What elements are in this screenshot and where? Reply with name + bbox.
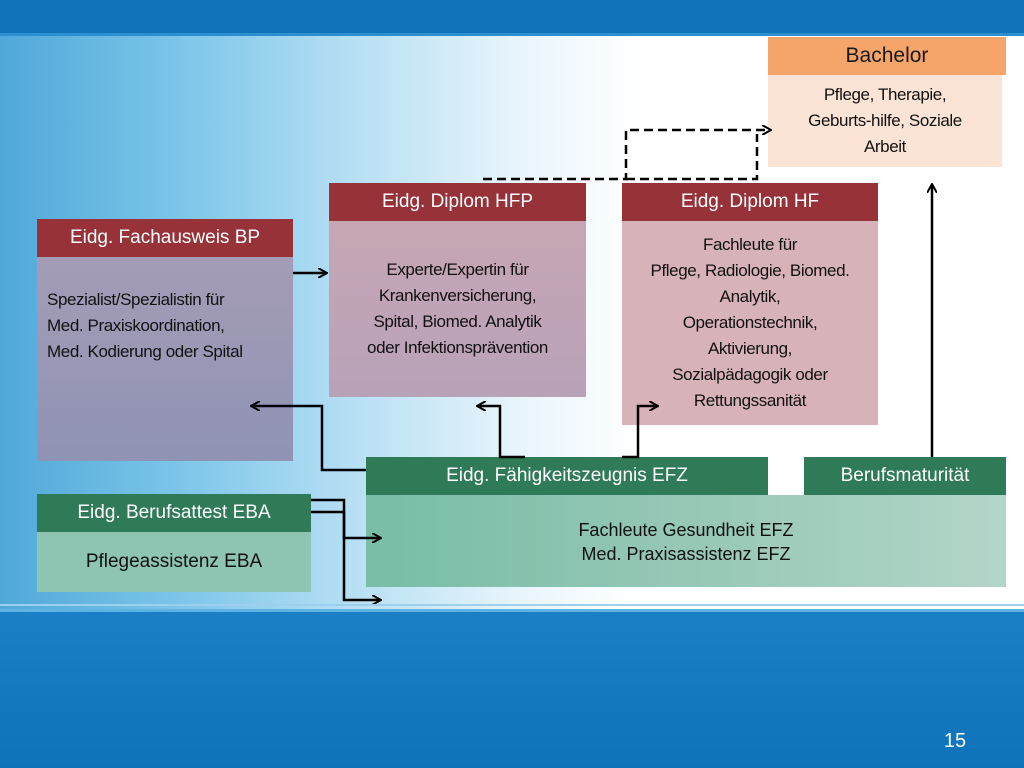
diplom-hfp-line: Krankenversicherung,	[378, 286, 537, 305]
top-bar	[0, 0, 1024, 33]
bachelor-line: Arbeit	[863, 137, 906, 156]
dashed-arrow-hfp-hf-to-bachelor	[483, 130, 770, 181]
diplom-hfp-line: Experte/Expertin für	[386, 260, 529, 279]
diplom-hfp-header: Eidg. Diplom HFP	[329, 183, 586, 221]
diplom-hf-body: Fachleute für Pflege, Radiologie, Biomed…	[622, 221, 878, 425]
efz-line: Fachleute Gesundheit EFZ	[578, 520, 794, 540]
bachelor-body: Pflege, Therapie, Geburts-hilfe, Soziale…	[768, 75, 1002, 167]
bachelor-line: Pflege, Therapie,	[823, 85, 947, 104]
diplom-hf-line: Operationstechnik,	[682, 313, 818, 332]
diplom-hf-line: Pflege, Radiologie, Biomed.	[650, 261, 850, 280]
page-number: 15	[943, 730, 967, 752]
fachausweis-bp-body: Spezialist/Spezialistin für Med. Praxisk…	[37, 257, 293, 461]
efz-header: Eidg. Fähigkeitszeugnis EFZ	[366, 457, 768, 495]
fachausweis-bp-line: Med. Praxiskoordination,	[47, 316, 225, 335]
bottom-divider-light	[0, 604, 1024, 606]
bachelor-header: Bachelor	[768, 37, 1006, 75]
efz-body: Fachleute Gesundheit EFZ Med. Praxisassi…	[366, 495, 1006, 587]
diplom-hfp-line: Spital, Biomed. Analytik	[373, 312, 542, 331]
eba-body: Pflegeassistenz EBA	[37, 532, 311, 592]
diplom-hf-line: Rettungssanität	[693, 391, 807, 410]
arrow-efz-to-hfp	[478, 406, 525, 459]
diplom-hf-line: Aktivierung,	[707, 339, 793, 358]
diplom-hf-line: Sozialpädagogik oder	[672, 365, 828, 384]
top-bar-edge	[0, 33, 1024, 36]
bottom-banner	[0, 612, 1024, 768]
diplom-hf-header: Eidg. Diplom HF	[622, 183, 878, 221]
diplom-hfp-line: oder Infektionsprävention	[367, 338, 548, 357]
bachelor-line: Geburts-hilfe, Soziale	[808, 111, 962, 130]
efz-line: Med. Praxisassistenz EFZ	[581, 544, 791, 564]
eba-line: Pflegeassistenz EBA	[85, 551, 263, 572]
eba-header: Eidg. Berufsattest EBA	[37, 494, 311, 532]
dashed-arrow-hf-to-bachelor	[626, 134, 759, 181]
fachausweis-bp-header: Eidg. Fachausweis BP	[37, 219, 293, 257]
diplom-hf-line: Fachleute für	[702, 235, 798, 254]
berufsmaturitaet-header: Berufsmaturität	[804, 457, 1006, 495]
diplom-hfp-body: Experte/Expertin für Krankenversicherung…	[329, 221, 586, 397]
bottom-divider	[0, 609, 1024, 612]
diplom-hf-line: Analytik,	[719, 287, 781, 306]
fachausweis-bp-line: Spezialist/Spezialistin für	[47, 290, 225, 309]
fachausweis-bp-line: Med. Kodierung oder Spital	[47, 342, 243, 361]
